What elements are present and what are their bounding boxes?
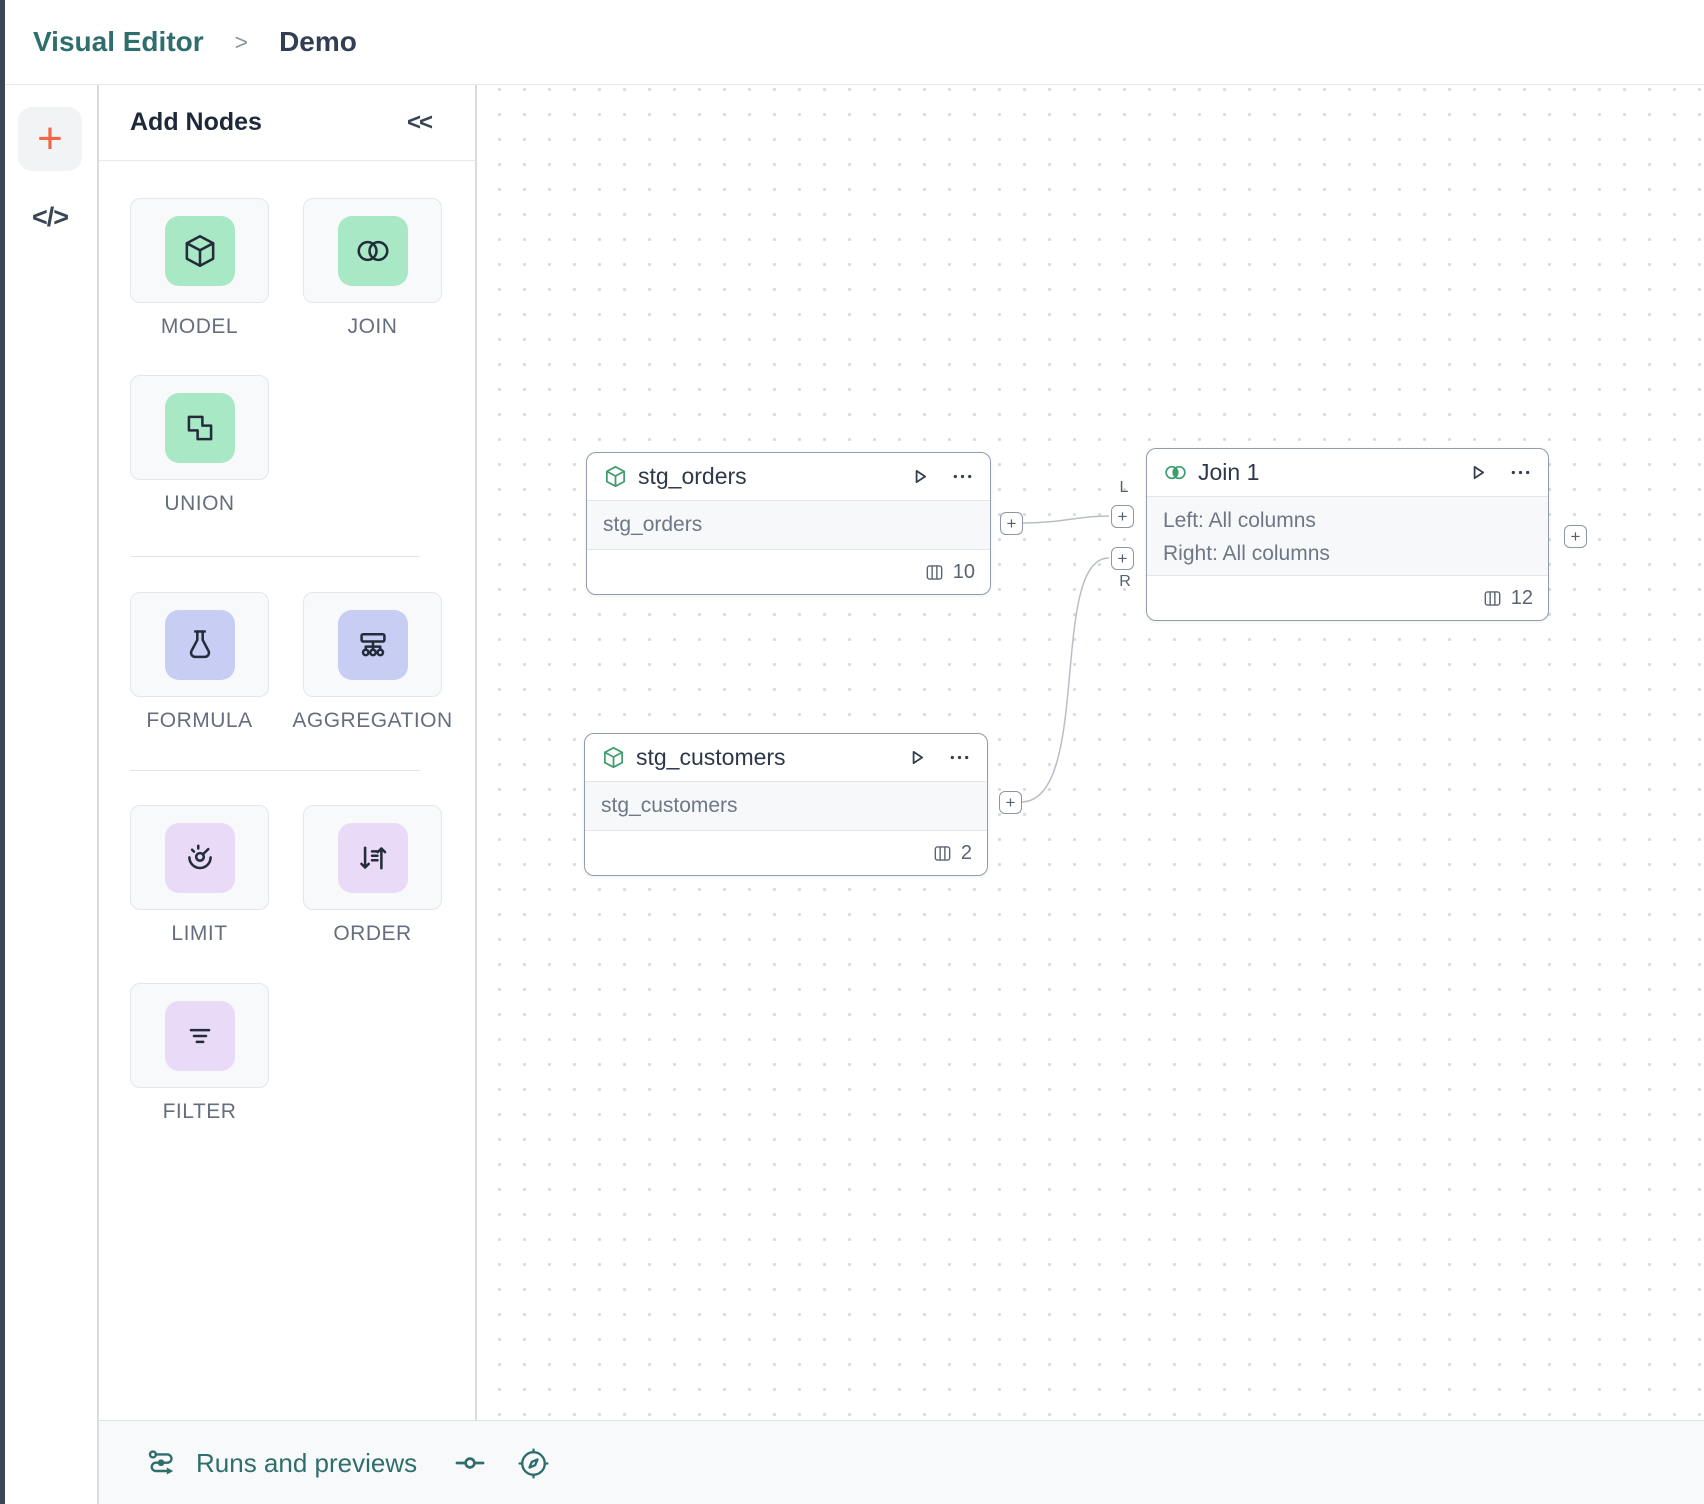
palette-label: FILTER (162, 1100, 237, 1123)
gauge-icon (187, 844, 212, 869)
column-count: 10 (952, 560, 975, 583)
input-handle-join-right[interactable]: + (1111, 547, 1134, 570)
join-right-summary: Right: All columns (1163, 542, 1330, 565)
run-node-button[interactable] (1465, 460, 1490, 485)
sitemap-icon (359, 632, 386, 656)
palette-label: UNION (164, 492, 235, 515)
input-handle-join-left[interactable]: + (1111, 505, 1134, 528)
run-node-button[interactable] (904, 745, 929, 770)
edge-customers-to-join (1021, 557, 1110, 803)
node-footer: 12 (1147, 576, 1548, 620)
ellipsis-icon (953, 474, 972, 479)
commit-button[interactable] (453, 1421, 487, 1504)
explore-button[interactable] (517, 1421, 550, 1504)
palette-item-order[interactable]: ORDER (303, 805, 442, 946)
panel-title: Add Nodes (130, 108, 262, 136)
code-view-button[interactable]: </> (31, 201, 69, 232)
play-icon (912, 750, 924, 765)
run-node-button[interactable] (907, 464, 932, 489)
palette-label: LIMIT (171, 922, 228, 945)
node-menu-button[interactable] (948, 746, 971, 769)
breadcrumb-app-link[interactable]: Visual Editor (33, 26, 204, 57)
join-right-port-label: R (1119, 573, 1131, 590)
column-count: 2 (960, 841, 972, 864)
bottom-bar: Runs and previews (99, 1420, 1704, 1504)
node-stg-customers[interactable]: stg_customers stg_customers 2 (584, 733, 988, 876)
column-count: 12 (1510, 586, 1533, 609)
palette-label: ORDER (333, 922, 412, 945)
join-left-port-label: L (1119, 479, 1129, 496)
output-handle-stg-orders[interactable]: + (1000, 512, 1023, 535)
palette-label: JOIN (347, 315, 398, 338)
join-circles-icon (1165, 465, 1186, 480)
flask-icon (189, 629, 210, 658)
palette-divider (130, 556, 420, 557)
palette-item-join[interactable]: JOIN (303, 198, 442, 339)
palette-item-formula[interactable]: FORMULA (130, 592, 269, 733)
runs-and-previews-label: Runs and previews (196, 1447, 418, 1478)
output-handle-join[interactable]: + (1564, 525, 1587, 548)
node-title: Join 1 (1198, 459, 1260, 485)
node-join-1[interactable]: Join 1 Left: All columns Right: All colu… (1146, 448, 1549, 621)
runs-and-previews-button[interactable]: Runs and previews (145, 1421, 417, 1504)
breadcrumb-page-title: Demo (279, 26, 357, 57)
cube-icon (603, 746, 624, 769)
compass-icon (518, 1447, 549, 1479)
palette-item-union[interactable]: UNION (130, 375, 269, 516)
window-left-edge (0, 0, 5, 1504)
breadcrumb-separator: > (234, 28, 249, 55)
node-menu-button[interactable] (1509, 461, 1532, 484)
palette-divider (130, 770, 420, 771)
node-title: stg_customers (636, 744, 786, 770)
ellipsis-icon (1511, 470, 1530, 475)
node-menu-button[interactable] (951, 465, 974, 488)
palette-item-model[interactable]: MODEL (130, 198, 269, 339)
palette-item-filter[interactable]: FILTER (130, 983, 269, 1124)
icon-rail: + </> (5, 85, 98, 1504)
ellipsis-icon (950, 755, 969, 760)
node-footer: 2 (585, 831, 987, 875)
rail-divider (97, 85, 99, 1504)
collapse-panel-icon[interactable]: << (406, 108, 433, 136)
cube-icon (605, 465, 626, 488)
join-circles-icon (356, 240, 389, 261)
filter-lines-icon (189, 1028, 210, 1043)
breadcrumb: Visual Editor > Demo (0, 0, 1704, 85)
node-footer: 10 (587, 550, 990, 594)
palette-label: AGGREGATION (292, 709, 453, 732)
node-body: stg_customers (585, 781, 987, 831)
node-body: Left: All columns Right: All columns (1147, 496, 1548, 576)
play-icon (915, 469, 927, 484)
union-shapes-icon (187, 415, 212, 440)
panel-canvas-divider (475, 85, 477, 1420)
palette-item-aggregation[interactable]: AGGREGATION (292, 592, 452, 733)
palette-item-limit[interactable]: LIMIT (130, 805, 269, 946)
columns-icon (934, 845, 951, 861)
add-node-button[interactable]: + (18, 107, 82, 171)
join-left-summary: Left: All columns (1163, 509, 1316, 532)
runs-icon (148, 1450, 174, 1475)
node-stg-orders[interactable]: stg_orders stg_orders 10 (586, 452, 991, 595)
play-icon (1473, 465, 1485, 480)
columns-icon (926, 564, 943, 580)
commit-icon (455, 1457, 485, 1469)
columns-icon (1484, 590, 1501, 606)
output-handle-stg-customers[interactable]: + (999, 791, 1022, 814)
node-title: stg_orders (638, 463, 747, 489)
cube-icon (185, 234, 214, 267)
palette-label: MODEL (160, 315, 239, 338)
palette-label: FORMULA (146, 709, 253, 732)
edges-layer (1021, 515, 1110, 803)
add-nodes-panel: Add Nodes << MODEL JOIN UNION (99, 85, 476, 1420)
sort-arrows-icon (359, 845, 386, 870)
edge-orders-to-join (1022, 515, 1110, 524)
flow-canvas[interactable]: stg_orders stg_orders 10 (477, 85, 1704, 1420)
node-body: stg_orders (587, 500, 990, 550)
